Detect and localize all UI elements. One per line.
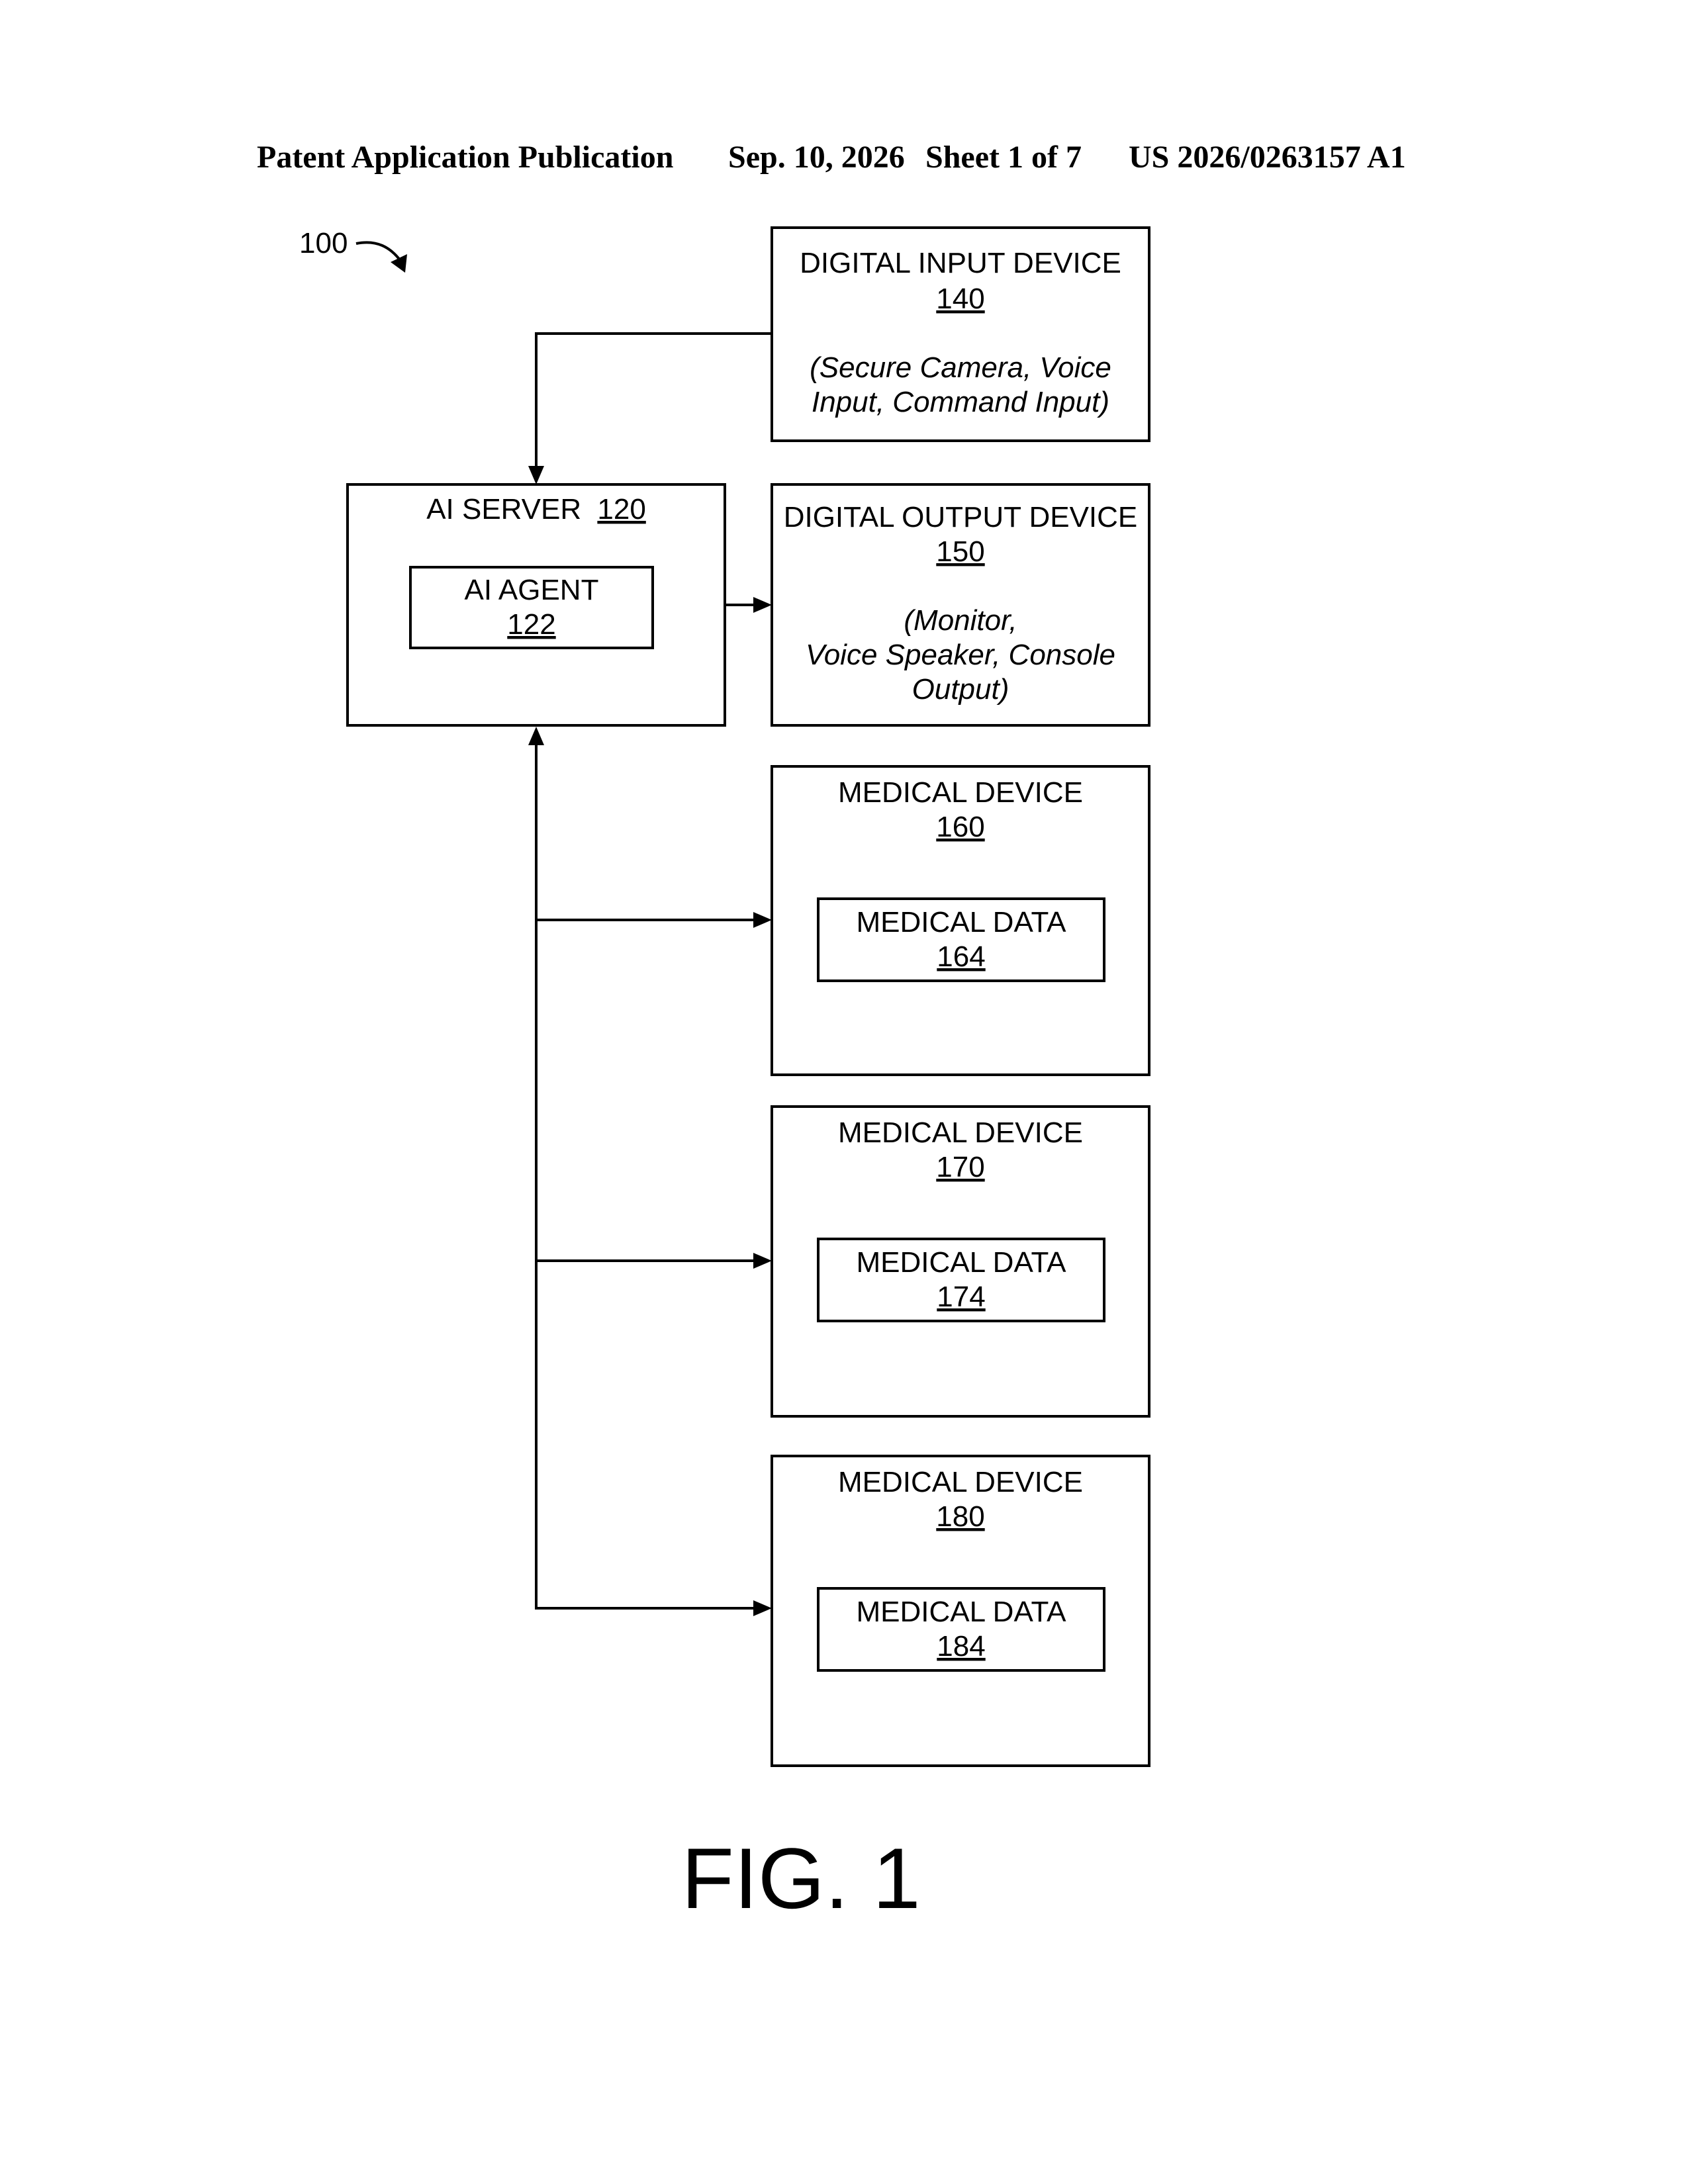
digital-output-device-ref: 150 xyxy=(936,535,984,568)
medical-device-170-label: MEDICAL DEVICE xyxy=(838,1116,1083,1149)
system-ref-label: 100 xyxy=(299,227,348,259)
connector-medical-bus-arrow xyxy=(528,727,544,745)
digital-input-device-desc-2: Input, Command Input) xyxy=(812,386,1109,418)
digital-input-device-label: DIGITAL INPUT DEVICE xyxy=(800,247,1121,279)
digital-input-device-desc-1: (Secure Camera, Voice xyxy=(810,351,1111,384)
ai-agent-label: AI AGENT xyxy=(465,574,599,606)
digital-input-device: DIGITAL INPUT DEVICE 140 (Secure Camera,… xyxy=(772,228,1149,441)
medical-device-160-label: MEDICAL DEVICE xyxy=(838,776,1083,809)
digital-input-device-ref: 140 xyxy=(936,283,984,315)
medical-device-170: MEDICAL DEVICE 170 MEDICAL DATA 174 xyxy=(772,1107,1149,1416)
connector-input-to-server xyxy=(536,334,772,467)
medical-device-160-ref: 160 xyxy=(936,811,984,843)
connector-bus-to-device-180-arrow xyxy=(753,1600,772,1616)
medical-data-174-ref: 174 xyxy=(937,1281,985,1313)
medical-data-184-ref: 184 xyxy=(937,1630,985,1662)
medical-device-180-ref: 180 xyxy=(936,1500,984,1533)
ai-server-ref: 120 xyxy=(597,493,645,525)
figure-label: FIG. 1 xyxy=(681,1830,920,1927)
digital-output-device-desc-3: Output) xyxy=(912,673,1009,705)
digital-output-device-desc-2: Voice Speaker, Console xyxy=(806,639,1115,671)
medical-device-160: MEDICAL DEVICE 160 MEDICAL DATA 164 xyxy=(772,766,1149,1075)
digital-output-device: DIGITAL OUTPUT DEVICE 150 (Monitor, Voic… xyxy=(772,484,1149,725)
ai-server: AI SERVER 120 AI AGENT 122 xyxy=(348,484,725,725)
medical-data-164-ref: 164 xyxy=(937,940,985,973)
medical-device-180: MEDICAL DEVICE 180 MEDICAL DATA 184 xyxy=(772,1456,1149,1766)
connector-input-to-server-arrow xyxy=(528,466,544,484)
medical-device-170-ref: 170 xyxy=(936,1151,984,1183)
connector-bus-to-device-160-arrow xyxy=(753,912,772,928)
medical-data-184-label: MEDICAL DATA xyxy=(856,1596,1066,1628)
medical-data-174-label: MEDICAL DATA xyxy=(856,1246,1066,1279)
ai-server-title: AI SERVER 120 xyxy=(426,493,646,525)
medical-data-164-label: MEDICAL DATA xyxy=(856,906,1066,938)
digital-output-device-desc-1: (Monitor, xyxy=(904,604,1017,637)
connector-bus-to-device-170-arrow xyxy=(753,1253,772,1269)
digital-output-device-label: DIGITAL OUTPUT DEVICE xyxy=(784,501,1138,533)
medical-device-180-label: MEDICAL DEVICE xyxy=(838,1466,1083,1498)
ai-agent-ref: 122 xyxy=(507,608,555,641)
connector-server-to-output-arrow xyxy=(753,597,772,613)
ai-server-label: AI SERVER xyxy=(426,493,581,525)
